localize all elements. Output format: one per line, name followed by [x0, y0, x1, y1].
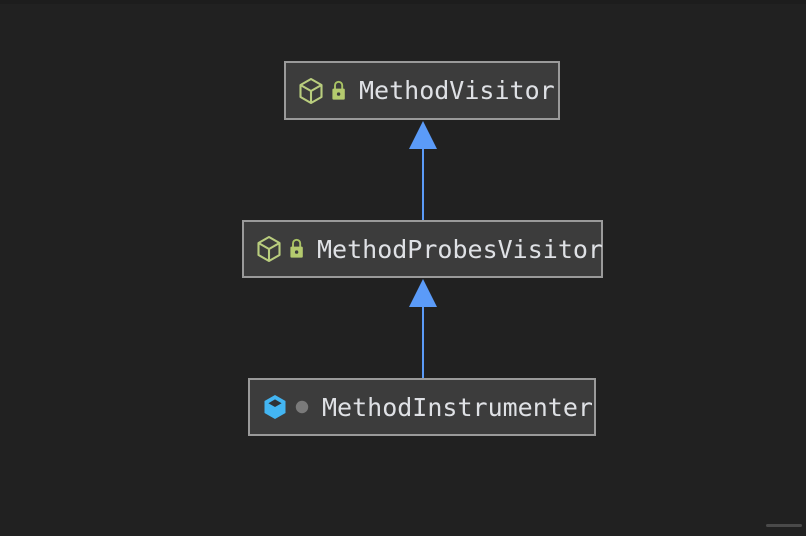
arrow-head	[409, 121, 437, 149]
inheritance-arrow-probes-to-visitor[interactable]	[408, 120, 438, 221]
top-edge-band	[0, 0, 806, 4]
inheritance-arrow-instrumenter-to-probes[interactable]	[408, 278, 438, 379]
uml-node-method-visitor[interactable]: MethodVisitor	[284, 61, 560, 120]
class-cube-solid-icon	[262, 393, 288, 421]
uml-node-method-probes-visitor[interactable]: MethodProbesVisitor	[242, 220, 603, 278]
interface-cube-outline-icon	[298, 77, 324, 105]
lock-icon	[288, 238, 305, 260]
uml-node-label: MethodProbesVisitor	[317, 234, 603, 264]
uml-node-method-instrumenter[interactable]: MethodInstrumenter	[248, 378, 596, 436]
horizontal-scrollbar-thumb[interactable]	[766, 524, 802, 527]
dot-icon	[294, 399, 310, 415]
uml-node-label: MethodVisitor	[359, 76, 555, 105]
interface-cube-outline-icon	[256, 235, 282, 263]
arrow-head	[409, 279, 437, 307]
lock-icon	[330, 80, 347, 102]
uml-node-label: MethodInstrumenter	[322, 392, 593, 422]
